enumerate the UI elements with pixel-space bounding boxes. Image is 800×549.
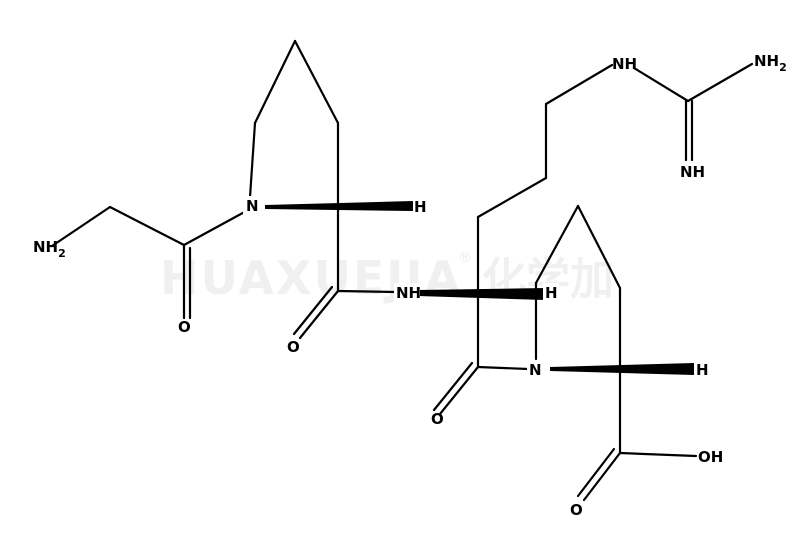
- bond-arg-ne: [544, 63, 614, 106]
- bond-pro1-ring-1: [248, 121, 257, 199]
- atom-h-proline-2: H: [696, 361, 709, 379]
- bond-ne-cz: [632, 66, 690, 103]
- wedge-h-pro1: [265, 201, 413, 211]
- wedge-h-pro2: [550, 363, 694, 375]
- bond-c-n-pro1: [182, 207, 252, 247]
- atom-o-carboxyl: O: [570, 501, 583, 519]
- atom-o-glycine: O: [178, 318, 191, 336]
- atom-n-proline-2: N: [529, 361, 542, 379]
- bond-co-acid-1: [582, 451, 622, 502]
- watermark-registered: ®: [458, 250, 472, 266]
- atom-nh2-terminal: NH2: [33, 238, 66, 260]
- bond-co-acid-2: [576, 447, 616, 498]
- bond-co-pro1-2: [292, 285, 334, 336]
- bond-pro2-ring-2: [534, 204, 580, 285]
- bond-c-n-pro2: [476, 365, 530, 371]
- atom-nh-amide: NH: [396, 284, 421, 302]
- bond-cz-nh2: [686, 62, 754, 103]
- bond-arg-cg: [476, 176, 548, 219]
- bond-ca-c-gly: [108, 205, 186, 247]
- bond-c-oh: [618, 451, 698, 458]
- atom-nh-imine: NH: [680, 163, 705, 181]
- bond-co-arg-1: [438, 365, 480, 416]
- atom-n-proline-1: N: [246, 197, 259, 215]
- bond-pro1-ring-3: [293, 39, 340, 125]
- bond-co-arg-2: [432, 361, 474, 412]
- atom-h-proline-1: H: [414, 198, 427, 216]
- atom-oh-carboxyl: OH: [698, 448, 723, 466]
- atom-labels: NH2 N H O O NH H O N H OH O NH NH2 NH: [33, 52, 787, 519]
- atom-nh2-guanidino: NH2: [754, 52, 787, 74]
- atom-nh-guanidino: NH: [612, 55, 637, 73]
- atom-h-arginine: H: [545, 284, 558, 302]
- wedge-h-arg: [418, 288, 545, 300]
- bond-c-nh-amide: [336, 289, 398, 294]
- bond-pro2-ring-3: [576, 204, 622, 290]
- bond-co-pro1-1: [298, 289, 340, 340]
- bond-n-ca-gly: [50, 205, 112, 248]
- atom-o-arginine: O: [431, 410, 444, 428]
- bond-pro1-ring-2: [253, 39, 297, 125]
- atom-o-proline-1: O: [287, 338, 300, 356]
- bonds: [50, 39, 754, 502]
